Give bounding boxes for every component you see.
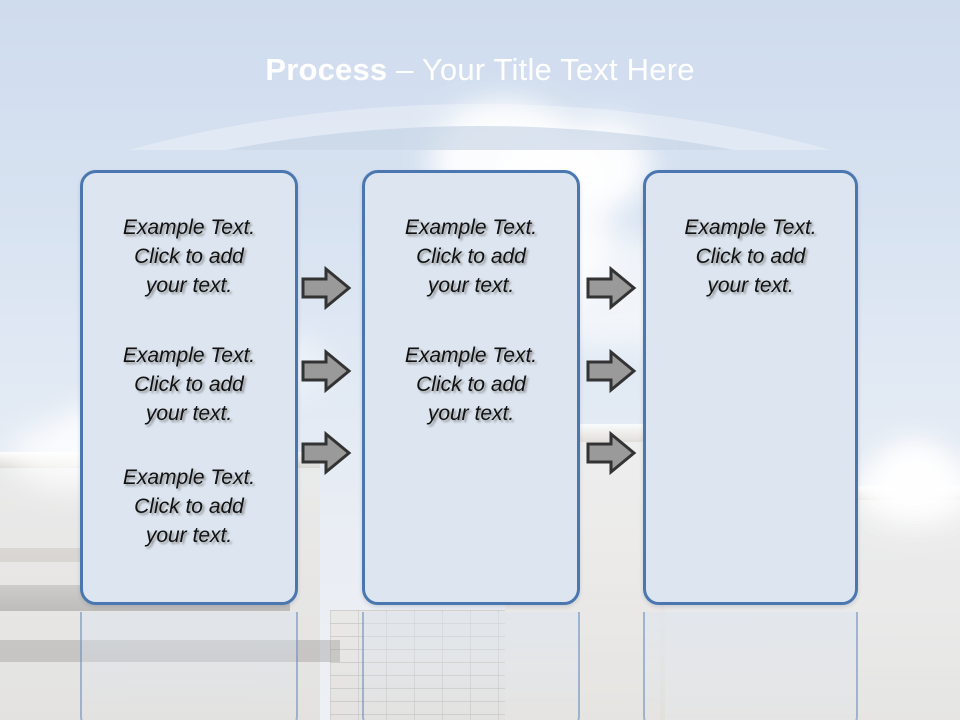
page-title: Process – Your Title Text Here [0,52,960,88]
title-strong: Process [265,52,388,87]
text-line: Click to add [416,245,526,268]
text-line: your text. [145,524,233,547]
text-block[interactable]: Example Text. Click to add your text. [89,213,289,300]
process-box-3[interactable]: Example Text. Click to add your text. [643,170,858,605]
text-line: your text. [145,274,233,297]
text-line: Click to add [416,373,526,396]
right-arrow-icon[interactable] [300,348,352,394]
right-arrow-icon[interactable] [300,265,352,311]
text-line: Example Text. [122,466,256,489]
text-block[interactable]: Example Text. Click to add your text. [371,213,571,300]
text-line: Example Text. [404,344,538,367]
text-line: Example Text. [404,216,538,239]
text-line: Click to add [695,245,806,268]
text-line: your text. [427,402,515,425]
process-box-2[interactable]: Example Text. Click to add your text. Ex… [362,170,580,605]
text-line: your text. [427,274,515,297]
title-banner [0,0,960,150]
right-arrow-icon[interactable] [300,430,352,476]
text-line: Click to add [134,495,244,518]
right-arrow-icon[interactable] [585,348,637,394]
text-block[interactable]: Example Text. Click to add your text. [89,341,289,428]
box-reflection [362,612,580,720]
text-line: Example Text. [122,344,256,367]
process-box-1[interactable]: Example Text. Click to add your text. Ex… [80,170,298,605]
cloud-shape [880,440,950,500]
text-line: Example Text. [684,216,817,239]
text-line: Click to add [134,245,244,268]
right-arrow-icon[interactable] [585,265,637,311]
text-line: Click to add [134,373,244,396]
text-line: your text. [707,274,794,297]
title-rest: – Your Title Text Here [387,52,695,87]
right-arrow-icon[interactable] [585,430,637,476]
text-block[interactable]: Example Text. Click to add your text. [371,341,571,428]
text-block[interactable]: Example Text. Click to add your text. [89,463,289,550]
box-reflection [643,612,858,720]
text-block[interactable]: Example Text. Click to add your text. [652,213,849,300]
text-line: your text. [145,402,233,425]
box-reflection [80,612,298,720]
text-line: Example Text. [122,216,256,239]
